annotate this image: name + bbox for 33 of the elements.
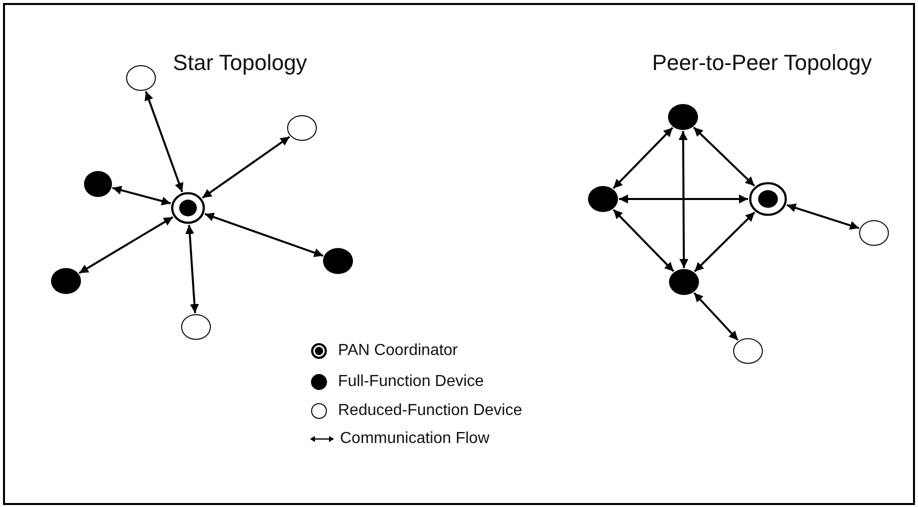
legend-label: PAN Coordinator [338,342,458,360]
double-arrow [678,131,688,268]
legend-label: Communication Flow [340,430,490,448]
double-arrow [786,204,860,230]
reduced-function-node [286,114,318,142]
full-function-node [322,247,354,275]
double-arrow [185,224,199,314]
full-function-node [668,268,700,296]
double-arrow [694,212,756,272]
legend-label: Reduced-Function Device [338,402,522,420]
full-function-node [50,267,82,295]
topology-heading: Peer-to-Peer Topology [652,50,872,76]
reduced-function-node [858,219,890,247]
double-arrow [112,186,171,206]
legend-label: Full-Function Device [338,373,484,391]
double-arrow [693,292,739,341]
full-function-node [587,185,619,213]
double-arrow [612,126,674,190]
reduced-function-node [732,337,764,365]
reduced-function-node [180,313,212,341]
double-arrow [612,208,674,272]
full-function-node [83,170,113,198]
double-arrow [619,194,748,204]
full-function-node [667,103,699,131]
coordinator-node [748,181,788,217]
double-arrow [144,91,184,192]
double-arrow [204,212,324,257]
double-arrow [202,136,290,199]
double-arrow [78,216,174,274]
double-arrow [693,126,756,187]
coordinator-node [170,191,206,225]
reduced-function-node [125,64,157,92]
topology-heading: Star Topology [172,50,308,76]
